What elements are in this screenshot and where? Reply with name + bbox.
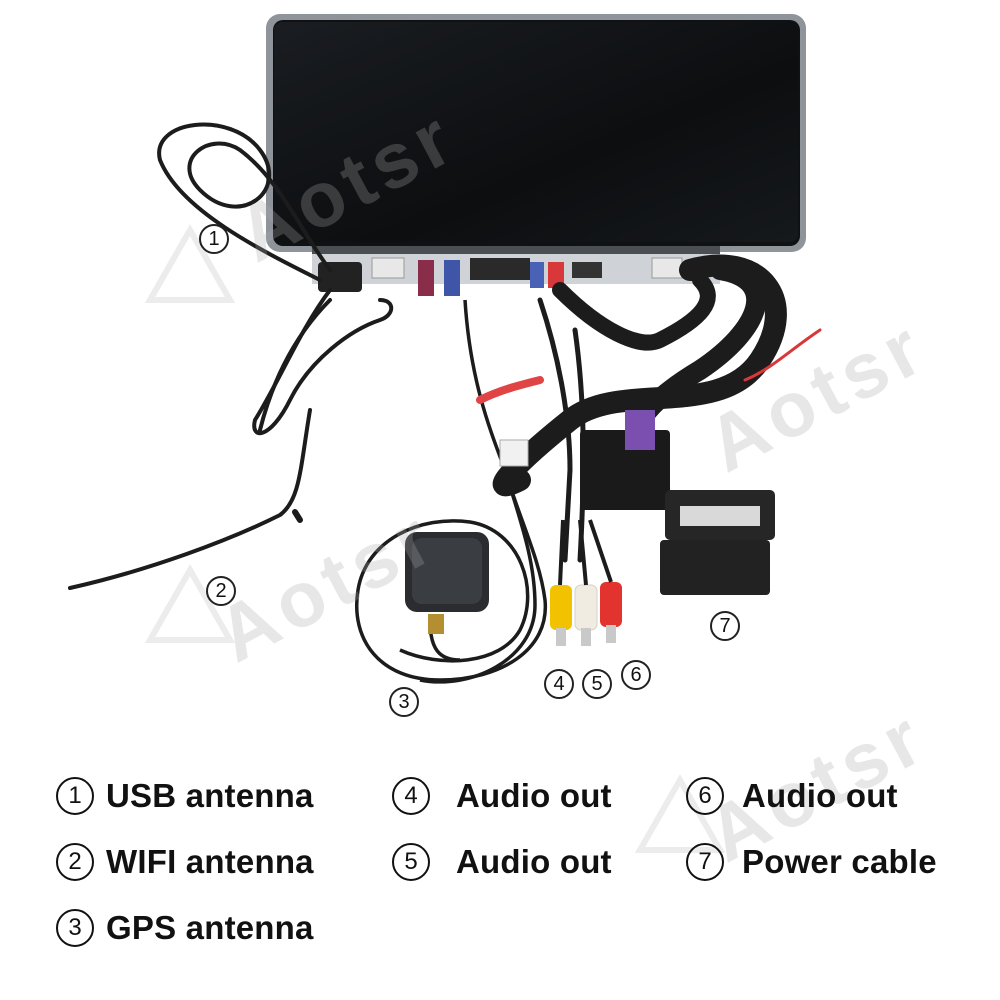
- legend-number: 3: [56, 909, 94, 947]
- usb-wifi-cable: [68, 122, 394, 590]
- legend-number: 6: [686, 777, 724, 815]
- legend-item-audio-out-5: 5 Audio out: [392, 840, 612, 884]
- legend-item-audio-out-6: 6 Audio out: [686, 774, 898, 818]
- legend-label: Audio out: [456, 843, 612, 880]
- legend-item-gps-antenna: 3 GPS antenna: [56, 906, 314, 950]
- callout-3: 3: [389, 687, 419, 717]
- gps-antenna: [355, 299, 547, 684]
- legend-label: USB antenna: [106, 777, 314, 814]
- callout-2: 2: [206, 576, 236, 606]
- callout-4: 4: [544, 669, 574, 699]
- legend-item-usb-antenna: 1 USB antenna: [56, 774, 314, 818]
- callout-1: 1: [199, 224, 229, 254]
- legend-item-wifi-antenna: 2 WIFI antenna: [56, 840, 314, 884]
- legend-item-audio-out-4: 4 Audio out: [392, 774, 612, 818]
- legend-number: 2: [56, 843, 94, 881]
- legend-number: 1: [56, 777, 94, 815]
- callout-7: 7: [710, 611, 740, 641]
- callout-5: 5: [582, 669, 612, 699]
- harness-connectors: [499, 410, 775, 595]
- legend-number: 4: [392, 777, 430, 815]
- legend-label: WIFI antenna: [106, 843, 314, 880]
- legend-label: Audio out: [456, 777, 612, 814]
- rca-plugs: [550, 519, 622, 646]
- legend-label: Power cable: [742, 843, 937, 880]
- legend-item-power-cable: 7 Power cable: [686, 840, 937, 884]
- head-unit: [266, 14, 806, 296]
- legend-label: GPS antenna: [106, 909, 314, 946]
- legend-label: Audio out: [742, 777, 898, 814]
- legend-number: 5: [392, 843, 430, 881]
- legend-number: 7: [686, 843, 724, 881]
- callout-6: 6: [621, 660, 651, 690]
- watermark-logo: [144, 223, 726, 853]
